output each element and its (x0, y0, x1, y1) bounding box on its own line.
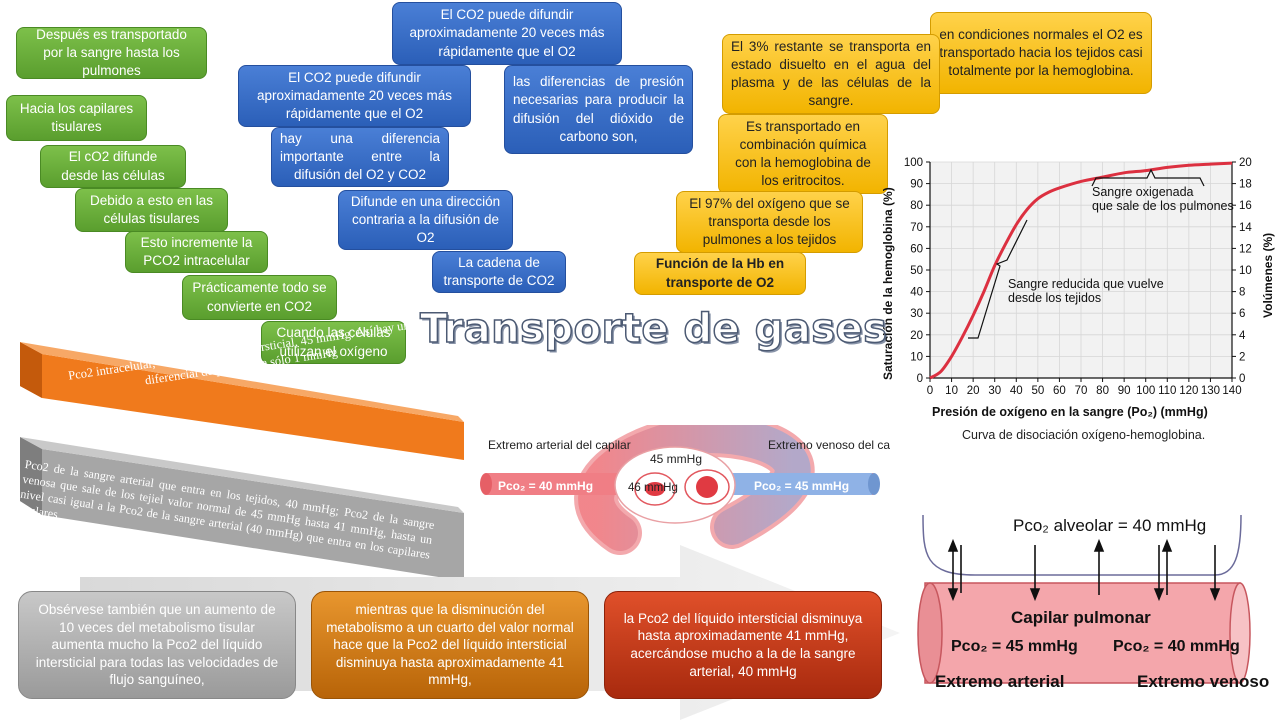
x-tick-label: 80 (1096, 385, 1109, 397)
chart-xlabel: Presión de oxígeno en la sangre (Po₂) (m… (932, 405, 1208, 419)
yellow-box-5: Función de la Hb en transporte de O2 (634, 252, 806, 295)
x-tick-label: 10 (945, 385, 958, 397)
yellow-box-3: Es transportado en combinación química c… (718, 114, 888, 194)
y-right-tick-label: 12 (1239, 243, 1252, 255)
yellow-box-2: El 3% restante se transporta en estado d… (722, 34, 940, 114)
orange-ribbon-shape (20, 342, 464, 460)
chart-annotation-lines (968, 168, 1205, 339)
capillary-right-value: Pco₂ = 45 mmHg (754, 479, 849, 493)
blue-box-3: las diferencias de presión necesarias pa… (504, 65, 693, 154)
green-step-4: Debido a esto en las células tisulares (75, 188, 228, 232)
y-tick-label: 60 (910, 243, 923, 255)
pulmonary-capillary-diagram: Pco₂ alveolar = 40 mmHg Capilar pulmonar… (917, 514, 1269, 691)
x-tick-label: 70 (1075, 385, 1088, 397)
x-tick-label: 40 (1010, 385, 1023, 397)
y-tick-label: 100 (904, 157, 923, 169)
x-tick-label: 20 (967, 385, 980, 397)
x-tick-label: 0 (927, 385, 933, 397)
chart-ylabel: Saturación de la hemoglobina (%) (881, 187, 895, 380)
blue-box-5: Difunde en una dirección contraria a la … (338, 190, 513, 250)
x-tick-label: 120 (1179, 385, 1198, 397)
x-tick-label: 30 (988, 385, 1001, 397)
chart-caption: Curva de disociación oxígeno-hemoglobina… (962, 428, 1205, 442)
y-right-tick-label: 4 (1239, 330, 1246, 342)
y-tick-label: 50 (910, 265, 923, 277)
green-step-6: Prácticamente todo se convierte en CO2 (182, 275, 337, 320)
blue-box-1: El CO2 puede difundir aproximadamente 20… (392, 2, 622, 65)
x-tick-label: 50 (1031, 385, 1044, 397)
annotation-line: que sale de los pulmones (1092, 199, 1234, 213)
green-step-2: Hacia los capilares tisulares (6, 95, 147, 141)
y-tick-label: 20 (910, 330, 923, 342)
bottom-box-1: Obsérvese también que un aumento de 10 v… (18, 591, 296, 699)
green-step-7: Cuando las células utilizan el oxígeno (261, 321, 406, 364)
x-tick-label: 110 (1158, 385, 1176, 397)
green-step-1: Después es transportado por la sangre ha… (16, 27, 207, 79)
green-step-5: Esto incremente la PCO2 intracelular (125, 231, 268, 273)
x-tick-label: 140 (1222, 385, 1241, 397)
cell-inner-value: 46 mmHg (628, 482, 678, 494)
series-line (929, 161, 1233, 380)
pulmonary-left-value: Pco₂ = 45 mmHg (951, 638, 1078, 655)
y-tick-label: 80 (910, 200, 923, 212)
y-tick-label: 10 (910, 351, 923, 363)
y-tick-label: 0 (917, 373, 923, 385)
yellow-box-1: en condiciones normales el O2 es transpo… (930, 12, 1152, 94)
cell-outer-value: 45 mmHg (650, 452, 702, 466)
blue-box-2: El CO2 puede difundir aproximadamente 20… (238, 65, 471, 127)
yellow-box-4: El 97% del oxígeno que se transporta des… (676, 191, 863, 253)
y-right-tick-label: 18 (1239, 179, 1252, 191)
annotation-line: Sangre oxigenada (1092, 185, 1194, 199)
y-right-tick-label: 10 (1239, 265, 1252, 277)
alveolar-value: Pco₂ alveolar = 40 mmHg (1013, 516, 1206, 535)
x-tick-label: 100 (1136, 385, 1155, 397)
y-tick-label: 70 (910, 222, 923, 234)
page-title: Transporte de gases (419, 305, 888, 353)
x-tick-label: 60 (1053, 385, 1066, 397)
bottom-box-3: la Pco2 del líquido intersticial disminu… (604, 591, 882, 699)
y-right-tick-label: 6 (1239, 308, 1245, 320)
gray-ribbon-shape (20, 437, 464, 581)
pulmonary-right-end: Extremo venoso (1137, 672, 1269, 691)
y-tick-label: 90 (910, 179, 923, 191)
tissue-capillary-diagram: Extremo arterial del capilar Extremo ven… (480, 425, 890, 555)
x-tick-label: 90 (1118, 385, 1131, 397)
y-right-tick-label: 20 (1239, 157, 1252, 169)
pulmonary-left-end: Extremo arterial (935, 672, 1064, 691)
y-right-tick-label: 16 (1239, 200, 1252, 212)
pulmonary-capillary-label: Capilar pulmonar (1011, 608, 1151, 627)
blue-box-6: La cadena de transporte de CO2 (432, 251, 566, 293)
annotation-line: Sangre reducida que vuelve (1008, 277, 1164, 291)
pulmonary-right-value: Pco₂ = 40 mmHg (1113, 638, 1240, 655)
y-right-tick-label: 2 (1239, 351, 1245, 363)
blue-box-4: hay una diferencia importante entre la d… (271, 127, 449, 187)
y-tick-label: 40 (910, 287, 923, 299)
green-step-3: El cO2 difunde desde las células (40, 145, 186, 188)
bottom-box-2: mientras que la disminución del metaboli… (311, 591, 589, 699)
capillary-left-label: Extremo arterial del capilar (488, 438, 631, 452)
y-right-tick-label: 0 (1239, 373, 1245, 385)
capillary-right-label: Extremo venoso del capilar (768, 438, 890, 452)
y-tick-label: 30 (910, 308, 923, 320)
annotation-line: desde los tejidos (1008, 291, 1101, 305)
y-right-tick-label: 14 (1239, 222, 1252, 234)
x-tick-label: 130 (1201, 385, 1220, 397)
capillary-left-value: Pco₂ = 40 mmHg (498, 479, 593, 493)
y-right-tick-label: 8 (1239, 287, 1245, 299)
chart-ylabel-right: Volúmenes (%) (1261, 233, 1275, 318)
